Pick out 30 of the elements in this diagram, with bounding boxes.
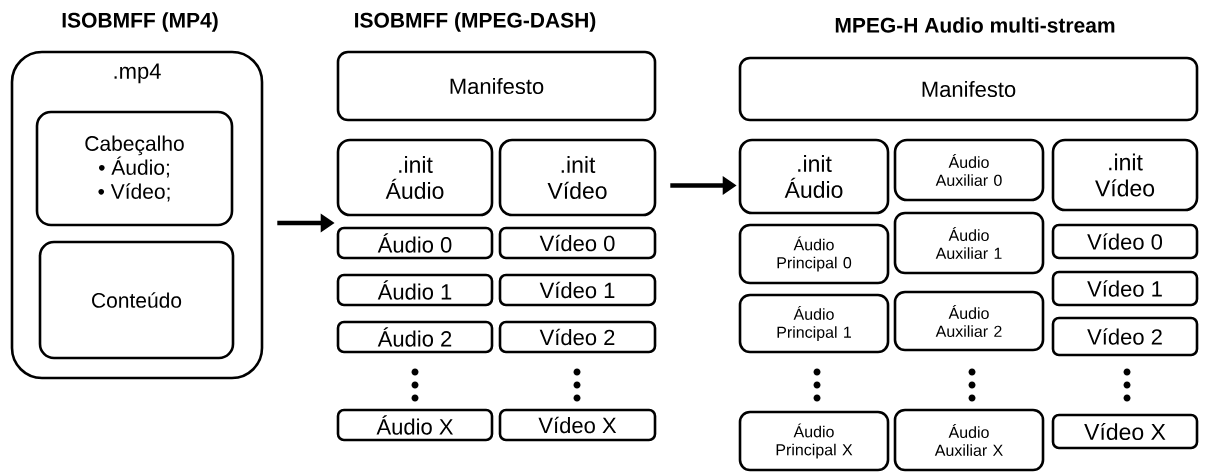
panel-heading: ISOBMFF (MP4) bbox=[62, 12, 218, 32]
block-box: Áudio Principal 0 bbox=[738, 223, 890, 285]
block-box: Manifesto bbox=[738, 56, 1199, 122]
block-box: Conteúdo bbox=[38, 240, 235, 360]
block-box: Áudio 2 bbox=[336, 320, 494, 354]
block-box: Áudio X bbox=[336, 408, 494, 442]
block-box: .init Áudio bbox=[336, 138, 494, 217]
block-box: .init Vídeo bbox=[1051, 138, 1199, 212]
block-box: Vídeo 2 bbox=[1051, 316, 1199, 357]
block-box: Áudio 1 bbox=[336, 273, 494, 307]
panel-heading: ISOBMFF (MPEG-DASH) bbox=[355, 12, 596, 32]
block-box: Áudio Auxiliar 2 bbox=[893, 290, 1045, 352]
block-box: Áudio Principal 1 bbox=[738, 293, 890, 354]
block-box: Vídeo 1 bbox=[1051, 270, 1199, 307]
block-box: .init Áudio bbox=[738, 138, 890, 215]
block-box: .init Vídeo bbox=[498, 138, 657, 217]
block-box: Áudio Principal X bbox=[738, 410, 890, 472]
block-box: Cabeçalho • Áudio; • Vídeo; bbox=[35, 110, 234, 227]
panel-heading: MPEG-H Audio multi-stream bbox=[835, 17, 1115, 33]
block-box: Áudio Auxiliar 1 bbox=[893, 211, 1045, 275]
block-box: Vídeo X bbox=[1051, 413, 1199, 450]
block-box: Áudio Auxiliar X bbox=[893, 408, 1045, 472]
block-box: Vídeo X bbox=[498, 408, 657, 442]
block-box: Áudio 0 bbox=[336, 226, 494, 260]
block-box: Manifesto bbox=[336, 50, 657, 122]
block-box: Vídeo 0 bbox=[1051, 223, 1199, 260]
block-box: Vídeo 1 bbox=[498, 273, 657, 307]
block-box: Vídeo 0 bbox=[498, 226, 657, 260]
block-box: Vídeo 2 bbox=[498, 320, 657, 354]
block-box: Áudio Auxiliar 0 bbox=[893, 138, 1045, 202]
